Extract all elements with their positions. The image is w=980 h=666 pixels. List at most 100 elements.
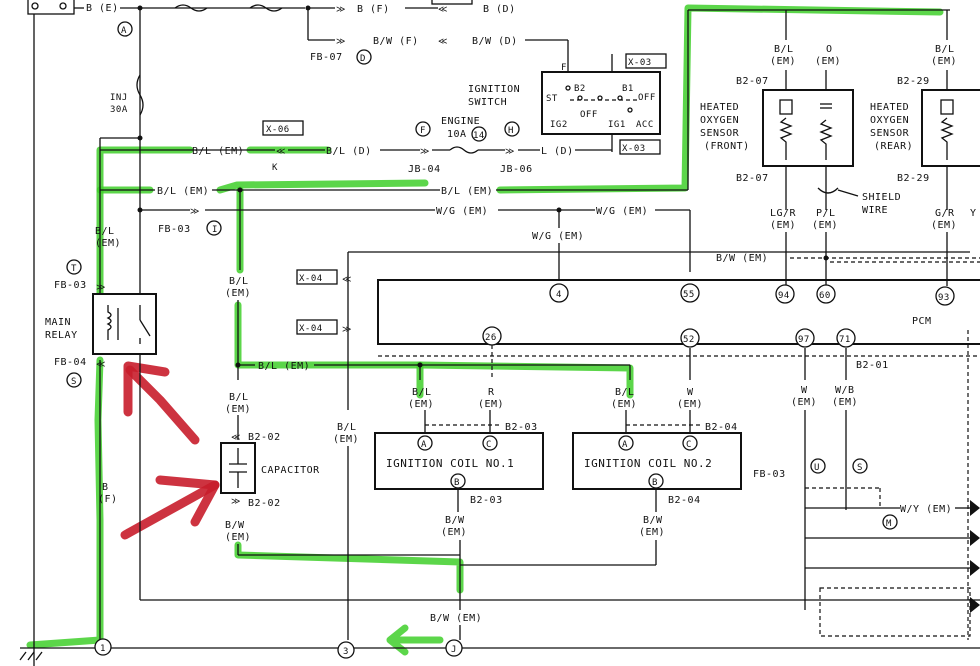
- label-sw-off2: OFF: [638, 93, 656, 103]
- label-b202-bottom: B2-02: [248, 498, 281, 509]
- label-pin1: 1: [100, 644, 106, 654]
- label-em-c2: (EM): [611, 399, 637, 410]
- label-sensor-2: SENSOR: [870, 128, 910, 139]
- label-pl: P/L: [816, 208, 836, 219]
- label-pin-j: J: [451, 645, 457, 655]
- ground-bus: 1 3 B/W (EM) J: [19, 613, 980, 661]
- wg-circuit: ≫ FB-03 I W/G (EM) W/G (EM) W/G (EM): [140, 206, 691, 280]
- label-pin4: 4: [556, 290, 562, 300]
- svg-text:≫: ≫: [505, 147, 515, 157]
- label-o: O: [826, 44, 833, 55]
- ignition-coil-2: B/L (EM) W (EM) B2-04 A C IGNITION COIL …: [460, 387, 742, 566]
- label-ign-coil2: IGNITION COIL NO.2: [584, 457, 712, 470]
- pcm-module: PCM B/W (EM) 4 55 94 60 93 26 52 97 71 B…: [377, 253, 980, 371]
- label-em-c1: (EM): [408, 399, 434, 410]
- ignition-switch: IGNITION SWITCH F X-03 ST B2 B1 OFF OFF …: [468, 53, 667, 155]
- label-bf: B (F): [357, 4, 390, 15]
- main-relay: ≫ ≪: [92, 283, 157, 640]
- label-wg-em-1: W/G (EM): [436, 206, 488, 217]
- label-bw-c1: B/W: [445, 515, 465, 526]
- svg-text:≫: ≫: [190, 207, 200, 217]
- label-em-ox1c: (EM): [770, 220, 796, 231]
- label-bl-em-1: B/L (EM): [192, 146, 244, 157]
- label-fb03: FB-03: [158, 224, 191, 235]
- label-em-ox1: (EM): [770, 56, 796, 67]
- label-em-cap-3: (EM): [225, 532, 251, 543]
- label-sensor-1: SENSOR: [700, 128, 740, 139]
- label-fb07-d: D: [360, 54, 366, 64]
- label-bl-cap-2: B/L: [229, 392, 249, 403]
- label-b229-top: B2-29: [897, 76, 930, 87]
- label-circle-s-right: S: [857, 463, 863, 473]
- label-x03-top: X-03: [628, 58, 652, 68]
- label-circle-a: A: [121, 26, 127, 36]
- label-em-r1: (EM): [791, 397, 817, 408]
- label-em-c1b: (EM): [478, 399, 504, 410]
- label-em-ox1d: (EM): [812, 220, 838, 231]
- oxygen-sensor-front: B/L (EM) O (EM) B2-07 HEATED OXYGEN SENS…: [700, 10, 901, 285]
- left-labels: B/L (EM) T FB-03 MAIN RELAY FB-04 S B (F…: [45, 226, 121, 505]
- label-heated-2: HEATED: [870, 102, 909, 113]
- label-circle-t: T: [71, 264, 77, 274]
- label-jb04: JB-04: [408, 164, 441, 175]
- bl-circuit: B/L (EM) X-06 ≪ K B/L (D) ≫ JB-04 F ENGI…: [100, 9, 950, 270]
- label-b: B: [102, 482, 109, 493]
- svg-text:≫: ≫: [336, 5, 346, 15]
- label-bw-cap: B/W: [225, 520, 245, 531]
- label-switch: SWITCH: [468, 97, 507, 108]
- label-w-r: W: [801, 385, 808, 396]
- label-inj-amp: 30A: [110, 105, 128, 115]
- label-front: (FRONT): [704, 141, 750, 152]
- label-c1-a: A: [421, 440, 427, 450]
- label-b203-top: B2-03: [505, 422, 538, 433]
- label-relay: RELAY: [45, 330, 78, 341]
- label-pin14: 14: [473, 131, 485, 141]
- label-y: Y: [970, 208, 977, 219]
- ignition-coil-1: B/L (EM) R (EM) B2-03 A C IGNITION COIL …: [374, 387, 544, 610]
- label-c2-a: A: [622, 440, 628, 450]
- label-r: R: [488, 387, 495, 398]
- label-x06: X-06: [266, 125, 290, 135]
- label-bl-c1: B/L: [412, 387, 432, 398]
- label-bl-ox1: B/L: [774, 44, 794, 55]
- label-em-ox2b: (EM): [931, 220, 957, 231]
- label-b229-bottom: B2-29: [897, 173, 930, 184]
- label-em-ox2: (EM): [931, 56, 957, 67]
- label-bl-d: B/L (D): [326, 146, 372, 157]
- label-x04-top: X-04: [299, 274, 323, 284]
- label-be: B (E): [86, 3, 119, 14]
- label-capacitor: CAPACITOR: [261, 465, 320, 476]
- svg-text:≪: ≪: [438, 37, 448, 47]
- label-inj: INJ: [110, 93, 128, 103]
- svg-text:≪: ≪: [438, 5, 448, 15]
- label-pin94: 94: [778, 291, 790, 301]
- label-pin3: 3: [343, 647, 349, 657]
- label-ignition: IGNITION: [468, 84, 520, 95]
- label-pin26: 26: [485, 333, 497, 343]
- label-pin71: 71: [839, 335, 851, 345]
- label-em-cap-1: (EM): [225, 288, 251, 299]
- label-circle-u: U: [814, 463, 820, 473]
- capacitor: B/L (EM) B/L (EM) ≪ B2-02 CAPACITOR ≫ B2…: [220, 276, 460, 556]
- label-heated-1: HEATED: [700, 102, 739, 113]
- label-circle-s: S: [71, 377, 77, 387]
- label-bl-em-2: B/L (EM): [157, 186, 209, 197]
- label-fb03-i: I: [212, 225, 218, 235]
- svg-text:≫: ≫: [96, 283, 106, 293]
- label-em-c1c: (EM): [441, 527, 467, 538]
- label-sw-st: ST: [546, 94, 558, 104]
- label-sw-ig1: IG1: [608, 120, 626, 130]
- label-pin60: 60: [819, 291, 831, 301]
- label-sw-b2: B2: [574, 84, 586, 94]
- label-sw-b1: B1: [622, 84, 634, 94]
- label-fb03-right: FB-03: [753, 469, 786, 480]
- label-em-ox1b: (EM): [815, 56, 841, 67]
- x04-connectors: X-04 ≪ X-04 ≫ B/L (EM): [296, 251, 970, 640]
- power-feed: B (E) A INJ 30A: [27, 0, 980, 666]
- red-annotation-arrows: [120, 361, 220, 540]
- label-em-c2b: (EM): [677, 399, 703, 410]
- label-b202-top: B2-02: [248, 432, 281, 443]
- label-b203-bottom: B2-03: [470, 495, 503, 506]
- label-jb06: JB-06: [500, 164, 533, 175]
- label-main: MAIN: [45, 317, 71, 328]
